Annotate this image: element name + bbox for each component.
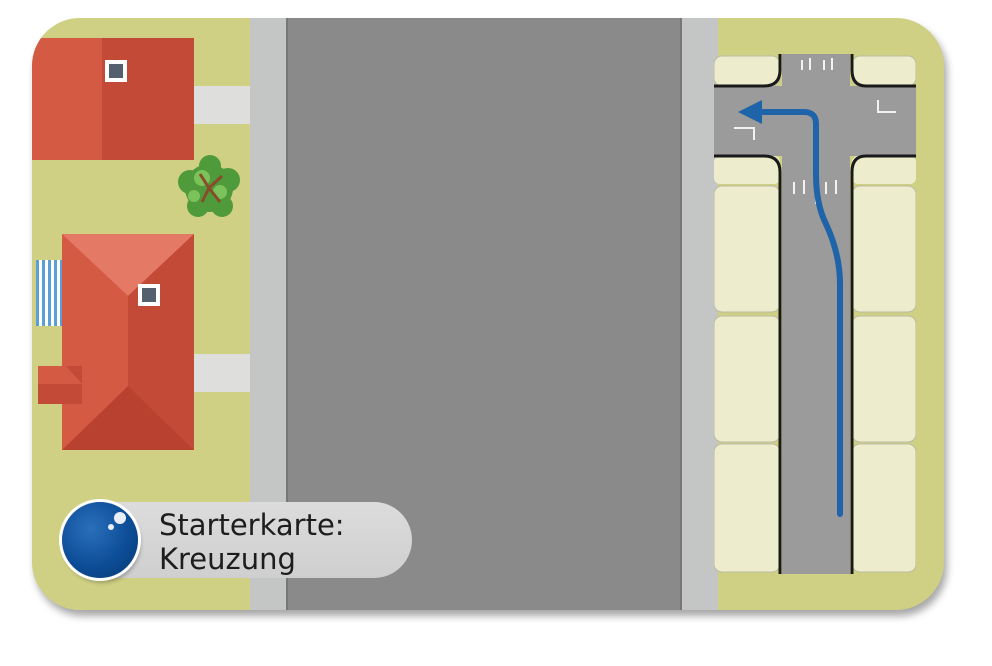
chimney-top (105, 60, 127, 82)
card-title-line1: Starterkarte: (159, 508, 345, 542)
house-top (32, 38, 194, 160)
tree (178, 155, 240, 217)
driveway-top (194, 86, 250, 124)
garden-stripes (36, 260, 62, 326)
route-arrow (755, 109, 843, 517)
chimney-bottom (138, 284, 160, 306)
driveway-bottom (194, 354, 250, 392)
house-bottom (38, 234, 194, 450)
blue-orb-icon (62, 502, 138, 578)
card-title-line2: Kreuzung (159, 542, 296, 576)
starter-card: Starterkarte: Kreuzung (32, 18, 944, 610)
intersection-map (714, 54, 916, 574)
card-title: Starterkarte: Kreuzung (159, 508, 409, 576)
right-sidewalk (682, 18, 718, 610)
